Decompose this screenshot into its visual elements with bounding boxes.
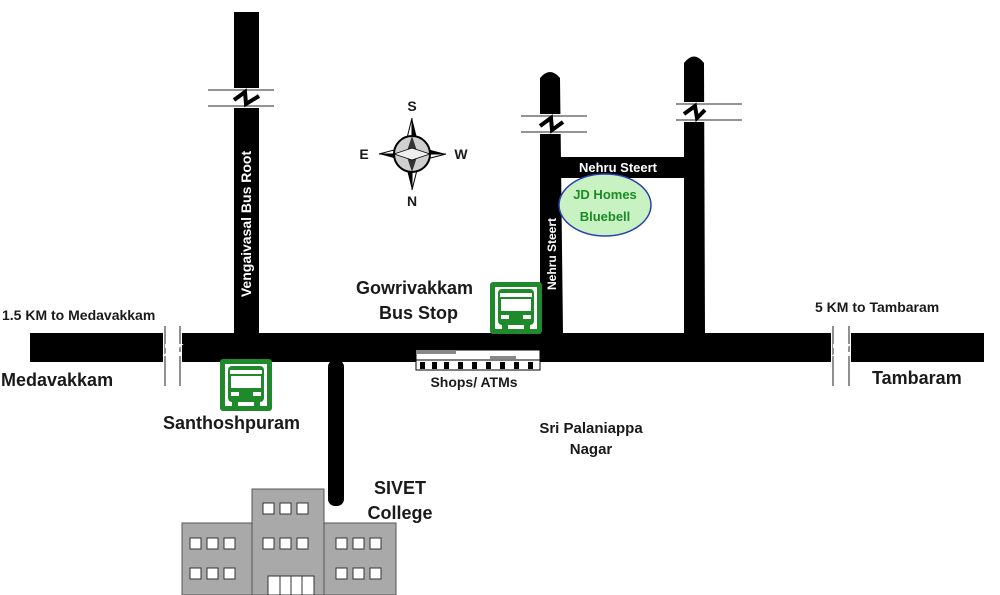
tambaram-distance-label: 5 KM to Tambaram: [815, 299, 939, 315]
road-break-nehru-left: [521, 114, 587, 134]
road-break-right: [831, 326, 852, 388]
compass-west-label: W: [454, 146, 468, 162]
sivet-college-label: SIVET: [374, 478, 426, 498]
medavakkam-distance-label: 1.5 KM to Medavakkam: [2, 307, 155, 323]
compass-east-label: E: [359, 146, 368, 162]
college-road: [328, 360, 344, 506]
gowrivakkam-bus-icon: [490, 282, 542, 334]
shops-icon: [415, 349, 541, 371]
gowrivakkam-bus-stop-label: Gowrivakkam: [356, 278, 473, 298]
jd-homes-label: JD Homes: [573, 187, 637, 202]
compass-rose: S N E W: [359, 98, 468, 209]
shops-atms-label: Shops/ ATMs: [430, 374, 517, 390]
road-break-nehru-right: [676, 102, 742, 123]
road-break-left: [162, 326, 184, 388]
jd-homes-sublabel: Bluebell: [580, 209, 631, 224]
santhoshpuram-label: Santhoshpuram: [163, 413, 300, 433]
nehru-street-horizontal-label: Nehru Steert: [579, 160, 658, 175]
santhoshpuram-bus-icon: [220, 359, 272, 411]
nehru-street-right-road: [684, 56, 705, 334]
compass-north-label: N: [407, 193, 417, 209]
tambaram-label: Tambaram: [872, 368, 962, 388]
nehru-street-left-road: [540, 72, 563, 334]
gowrivakkam-bus-stop-sublabel: Bus Stop: [379, 303, 458, 323]
sri-palaniappa-nagar-label: Sri Palaniappa: [539, 420, 643, 437]
medavakkam-label: Medavakkam: [1, 370, 113, 390]
nehru-street-connector: [560, 157, 690, 178]
sivet-college-sublabel: College: [367, 503, 432, 523]
compass-south-label: S: [407, 98, 416, 114]
nehru-street-vertical-label: Nehru Steert: [545, 218, 559, 290]
road-break-vengaivasal: [208, 88, 274, 108]
sri-palaniappa-nagar-sublabel: Nagar: [570, 441, 613, 458]
sivet-college-building: [181, 488, 397, 595]
vengaivasal-road-label: Vengaivasal Bus Root: [238, 151, 254, 298]
jd-homes-marker: JD Homes Bluebell: [558, 173, 652, 237]
vengaivasal-road: [234, 12, 259, 334]
